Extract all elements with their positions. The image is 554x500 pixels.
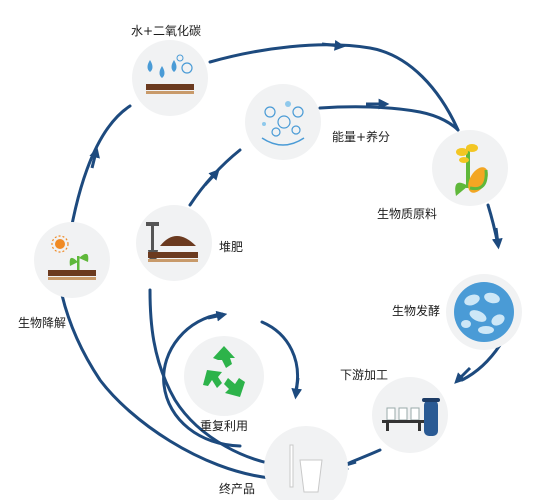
water-drops-soil-icon [146, 54, 194, 94]
label-downstream-processing: 下游加工 [340, 368, 389, 382]
label-recycling: 重复利用 [200, 419, 249, 433]
arrow-to-downstream [454, 366, 472, 384]
arrow-to-water [89, 146, 100, 169]
recycle-icon [203, 346, 245, 397]
label-fermentation: 生物发酵 [392, 304, 441, 318]
molecules-icon [261, 101, 305, 146]
microbes-icon [454, 282, 514, 342]
node-water-co2 [132, 40, 208, 116]
node-recycling [184, 336, 264, 416]
arrow-top-right [321, 40, 346, 51]
cup-straw-icon [289, 444, 323, 493]
node-downstream-processing [372, 377, 448, 453]
processing-equipment-icon [382, 398, 440, 436]
label-energy-nutrients: 能量+养分 [332, 130, 391, 144]
label-water-co2: 水+二氧化碳 [131, 24, 202, 38]
label-biomass-feedstock: 生物质原料 [377, 207, 438, 221]
label-end-product: 终产品 [219, 482, 256, 496]
arrow-recycle-right [291, 377, 303, 400]
node-energy-nutrients [245, 84, 321, 160]
node-biodegradation [34, 222, 110, 298]
outer-cycle-path [60, 43, 502, 480]
node-compost [136, 205, 212, 281]
node-fermentation [446, 274, 522, 350]
node-biomass-feedstock [432, 130, 508, 206]
arrow-to-fermentation [491, 227, 503, 250]
arrow-recycle-top [207, 310, 228, 322]
arrow-to-energy [203, 169, 220, 187]
node-end-product [264, 426, 348, 500]
label-compost: 堆肥 [219, 240, 244, 254]
sprout-sun-icon [48, 235, 96, 280]
corn-plant-icon [455, 144, 488, 196]
shovel-compost-icon [146, 222, 198, 262]
label-biodegradation: 生物降解 [18, 316, 67, 330]
